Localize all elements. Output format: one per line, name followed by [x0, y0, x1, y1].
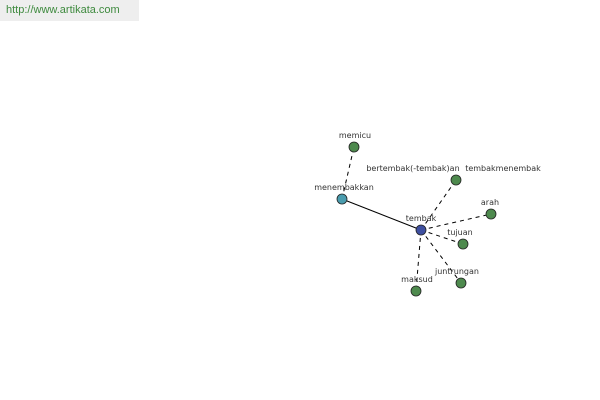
node-label-tujuan[interactable]: tujuan: [447, 228, 472, 237]
edge-tembak-juntrungan: [420, 229, 462, 284]
node-memicu[interactable]: [348, 141, 360, 153]
edge-tembak-menembakkan: [341, 198, 422, 231]
node-label-bertembak[interactable]: bertembak(-tembak)an: [366, 164, 459, 173]
node-maksud[interactable]: [410, 285, 422, 297]
edges-layer: [341, 146, 492, 292]
url-banner[interactable]: http://www.artikata.com: [0, 0, 139, 21]
edge-tembak-bertembak: [420, 179, 457, 231]
node-label-tembak[interactable]: tembak: [406, 214, 437, 223]
node-tujuan[interactable]: [457, 238, 469, 250]
edge-menembakkan-memicu: [341, 146, 355, 200]
node-label-menembakkan[interactable]: menembakkan: [314, 183, 374, 192]
node-juntrungan[interactable]: [455, 277, 467, 289]
edge-tembak-arah: [420, 213, 492, 231]
edge-tembak-maksud: [415, 229, 422, 292]
node-bertembak[interactable]: [450, 174, 462, 186]
node-tembak[interactable]: [415, 224, 427, 236]
node-label-tembakmenembak[interactable]: tembakmenembak: [465, 164, 541, 173]
labels-layer: tembak menembakkan memicu bertembak(-tembak…: [314, 131, 541, 284]
node-menembakkan[interactable]: [336, 193, 348, 205]
node-arah[interactable]: [485, 208, 497, 220]
nodes-layer: [336, 141, 497, 297]
node-label-arah[interactable]: arah: [481, 198, 499, 207]
node-label-memicu[interactable]: memicu: [339, 131, 371, 140]
node-label-juntrungan[interactable]: juntrungan: [434, 267, 479, 276]
node-label-maksud[interactable]: maksud: [401, 275, 433, 284]
